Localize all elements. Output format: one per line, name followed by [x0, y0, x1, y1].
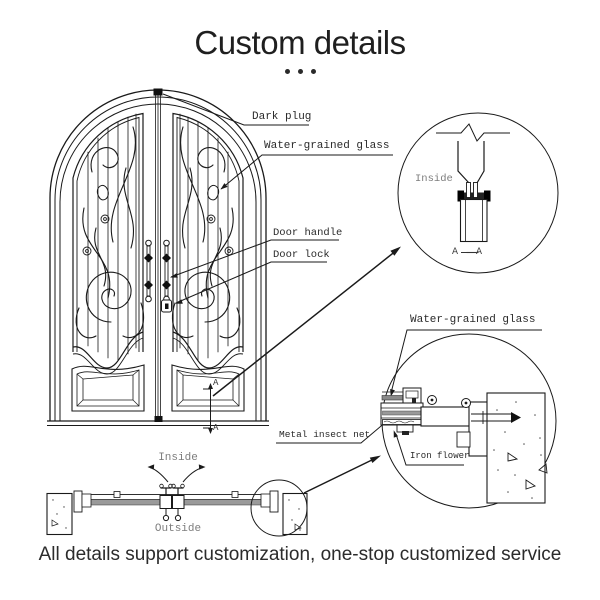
door-slab-plan: [73, 483, 279, 522]
leader-water-grained-glass-2: [390, 329, 542, 394]
label-door-handle: Door handle: [273, 227, 343, 239]
plan-view-drawing: [46, 464, 308, 537]
label-water-grained-glass-2: Water-grained glass: [410, 314, 536, 326]
leader-section-to-detail: [212, 249, 398, 397]
arch-frame: [47, 89, 269, 426]
detail-circle-section-aa: [397, 112, 559, 274]
concrete-wall: [486, 392, 548, 504]
door-elevation-drawing: [47, 88, 269, 434]
leader-door-lock: [175, 261, 327, 304]
arrowhead: [369, 455, 381, 463]
arrowhead: [170, 273, 178, 278]
insect-net-layer: [382, 410, 422, 416]
leader-iron-flower: [395, 433, 464, 466]
label-inside-detail: Inside: [415, 173, 453, 185]
arrowhead: [220, 183, 228, 190]
dark-plug-top: [153, 88, 163, 96]
label-outside-plan: Outside: [154, 523, 202, 535]
door-handle-right: [162, 239, 171, 303]
door-leaf-right: [171, 112, 245, 412]
arrowhead: [390, 389, 395, 397]
plug-stem: [466, 182, 471, 198]
wall-post-right: [282, 492, 308, 536]
section-ref-right: A: [476, 247, 483, 258]
anchor-bolt: [471, 411, 521, 424]
frame-tube: [420, 406, 472, 427]
arrowhead: [390, 246, 401, 256]
swing-arrow-right: [182, 464, 206, 483]
plan-detail-circle: [250, 479, 308, 537]
title-divider-dots: [0, 69, 600, 74]
break-line: [436, 123, 510, 142]
section-ref-dash: [461, 252, 474, 253]
plug-body: [459, 198, 488, 243]
leader-door-handle: [170, 239, 339, 278]
door-handle-left: [144, 239, 153, 303]
arrowhead: [175, 299, 183, 304]
label-inside-plan: Inside: [158, 452, 198, 464]
section-letter-bottom: A: [213, 423, 219, 433]
swing-arrow-left: [147, 464, 169, 483]
footer-text: All details support customization, one-s…: [38, 544, 562, 565]
section-ref-aa: A A: [452, 247, 482, 258]
label-door-lock: Door lock: [273, 249, 330, 261]
leader-plan-to-detail: [303, 457, 377, 494]
label-water-grained-glass: Water-grained glass: [264, 140, 390, 152]
detail-circle-frame-section: [380, 333, 557, 509]
leader-water-grained-glass: [220, 154, 393, 190]
leader-dark-plug: [162, 93, 309, 126]
label-dark-plug: Dark plug: [252, 111, 312, 123]
glass-ornament: [75, 113, 145, 361]
label-metal-insect-net: Metal insect net: [279, 429, 371, 440]
door-lock: [161, 299, 172, 313]
dark-plug-bottom: [154, 416, 163, 422]
leader-lines: [162, 93, 542, 494]
wall-post-left: [46, 492, 73, 536]
plug-funnel: [457, 141, 485, 184]
arrowhead: [393, 430, 398, 438]
section-marker: [203, 383, 213, 434]
page-title: Custom details: [194, 24, 406, 61]
section-letter-top: A: [213, 378, 219, 388]
label-iron-flower: Iron flower: [410, 451, 470, 461]
section-ref-left: A: [452, 247, 459, 258]
door-leaf-left: [71, 112, 145, 412]
